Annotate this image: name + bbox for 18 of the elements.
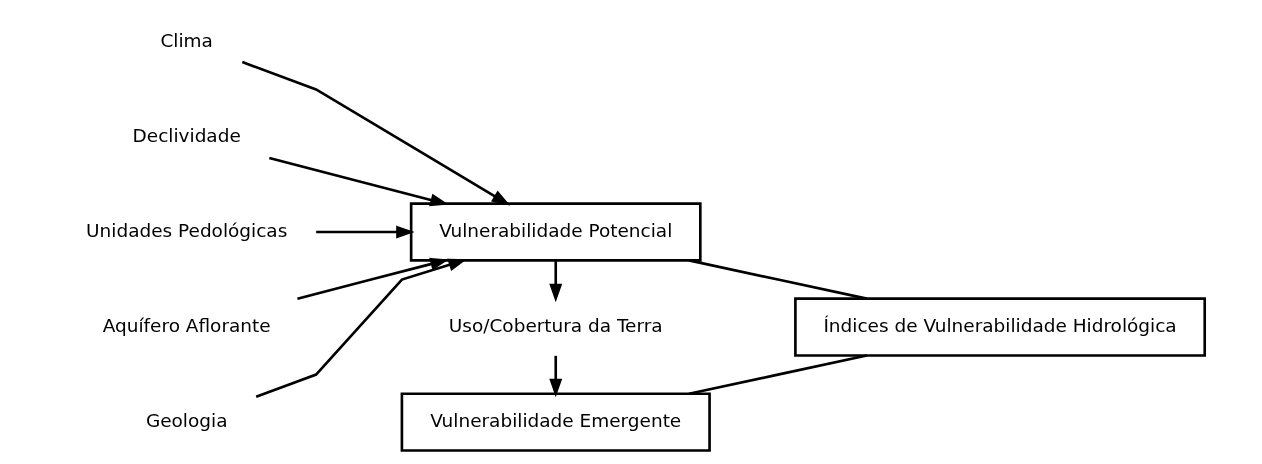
arrow [241, 60, 511, 206]
node-box: Vulnerabilidade Emergente [400, 392, 711, 452]
node-box: Vulnerabilidade Potencial [409, 202, 702, 262]
arrow [316, 225, 415, 239]
connector [688, 259, 867, 300]
arrow [549, 260, 563, 303]
node-text: Aquífero Aflorante [102, 314, 271, 336]
arrow [255, 258, 467, 399]
arrow [549, 355, 563, 398]
node-text: Unidades Pedológicas [86, 219, 288, 241]
node-text: Uso/Cobertura da Terra [448, 314, 663, 336]
arrow [297, 257, 449, 300]
node-box: Índices de Vulnerabilidade Hidrológica [794, 297, 1207, 357]
node-text: Geologia [145, 410, 228, 432]
connector [688, 354, 867, 396]
arrow [269, 156, 449, 207]
node-text: Clima [160, 29, 213, 51]
node-text: Declividade [132, 124, 241, 146]
